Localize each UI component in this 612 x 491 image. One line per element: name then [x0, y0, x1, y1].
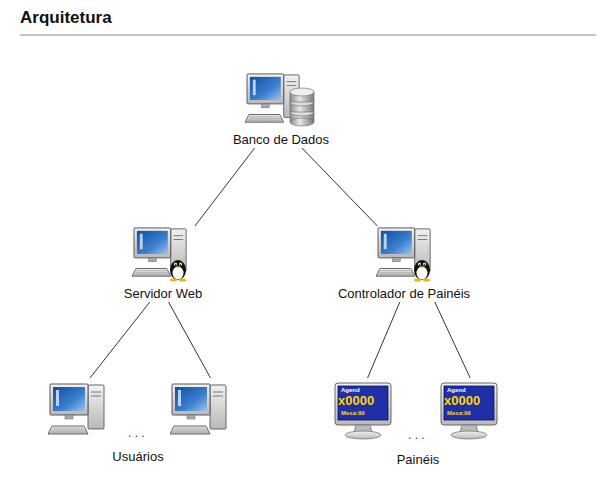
database-server: Banco de Dados	[226, 70, 336, 148]
linux-penguin	[414, 260, 430, 282]
connector-line	[90, 302, 150, 378]
connector-line	[169, 302, 211, 378]
user-group: Usuários	[40, 378, 236, 465]
computer-icon	[170, 384, 226, 434]
linux-penguin	[170, 260, 186, 282]
node-label: Controlador de Painéis	[338, 286, 470, 302]
screen-text: Agend	[447, 386, 466, 394]
connector-line	[368, 302, 400, 378]
node-label: Banco de Dados	[233, 132, 329, 148]
panel-controller: Controlador de Painéis	[334, 226, 474, 302]
screen-text: Agend	[341, 386, 360, 394]
panel-icon	[441, 383, 497, 439]
screen-number: x0000	[338, 393, 374, 408]
web-server: Servidor Web	[108, 226, 218, 302]
screen-number: x0000	[444, 393, 480, 408]
screen-text: Mesa:99	[341, 409, 365, 417]
ellipsis: . . .	[128, 426, 145, 440]
title-rule	[20, 35, 596, 36]
node-label: Servidor Web	[124, 286, 203, 302]
connector-line	[302, 148, 378, 226]
panel-icon	[335, 383, 391, 439]
computer-icon	[48, 384, 104, 434]
ellipsis: . . .	[408, 428, 425, 442]
node-label: Painéis	[397, 452, 440, 468]
diagram-title: Arquitetura	[20, 8, 112, 28]
database-symbol	[290, 88, 314, 126]
screen-text: Mesa:99	[447, 409, 471, 417]
connector-line	[195, 148, 255, 226]
node-label: Usuários	[112, 449, 163, 465]
connector-line	[435, 302, 470, 378]
